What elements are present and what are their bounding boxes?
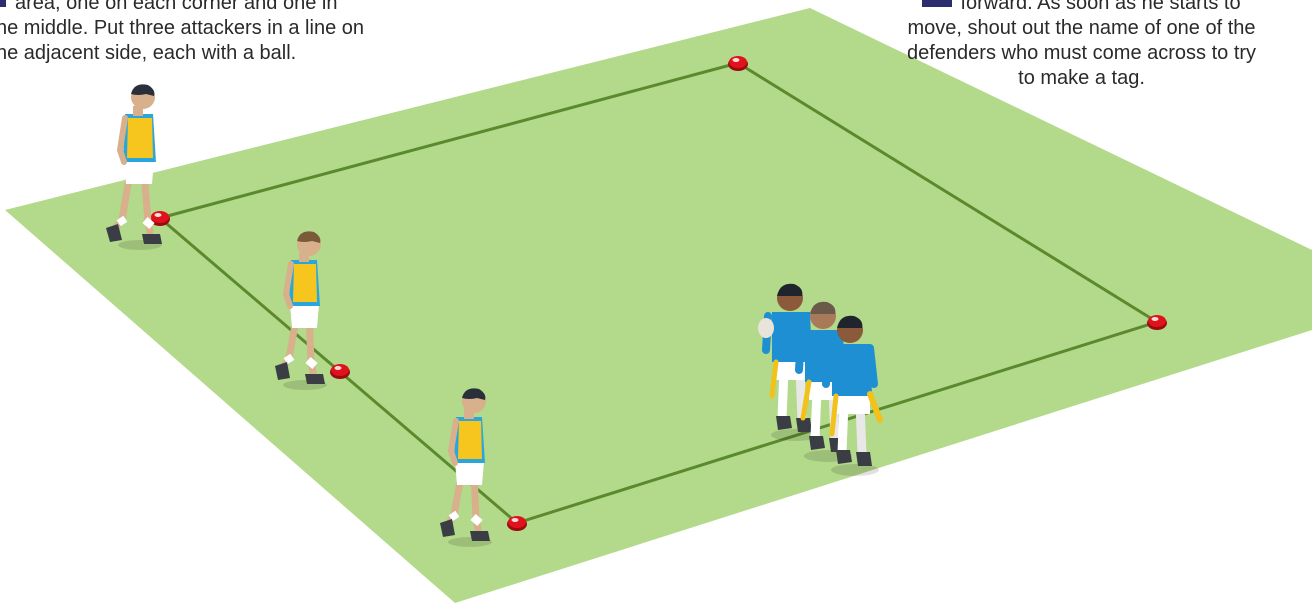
caption-left-text-1: area, one on each corner and one in	[15, 0, 337, 14]
caption-left-line-1: area, one on each corner and one in	[0, 0, 364, 16]
step-marker	[922, 0, 952, 7]
caption-right-line-1: forward. As soon as he starts to	[907, 0, 1256, 16]
cone-right	[1147, 315, 1167, 330]
cone-top	[728, 56, 748, 71]
caption-left: area, one on each corner and one in he m…	[0, 0, 364, 66]
caption-right-line-3: defenders who must come across to try	[907, 41, 1256, 66]
pitch-area	[5, 8, 1312, 603]
caption-left-line-2: he middle. Put three attackers in a line…	[0, 16, 364, 41]
caption-right-line-4: to make a tag.	[907, 66, 1256, 91]
caption-right-line-2: move, shout out the name of one of the	[907, 16, 1256, 41]
caption-right-text-1: forward. As soon as he starts to	[960, 0, 1240, 14]
caption-left-line-3: he adjacent side, each with a ball.	[0, 41, 364, 66]
caption-right: forward. As soon as he starts to move, s…	[907, 0, 1256, 91]
cone-bottom	[507, 516, 527, 531]
step-marker	[0, 0, 6, 7]
cone-middle-left	[330, 364, 350, 379]
